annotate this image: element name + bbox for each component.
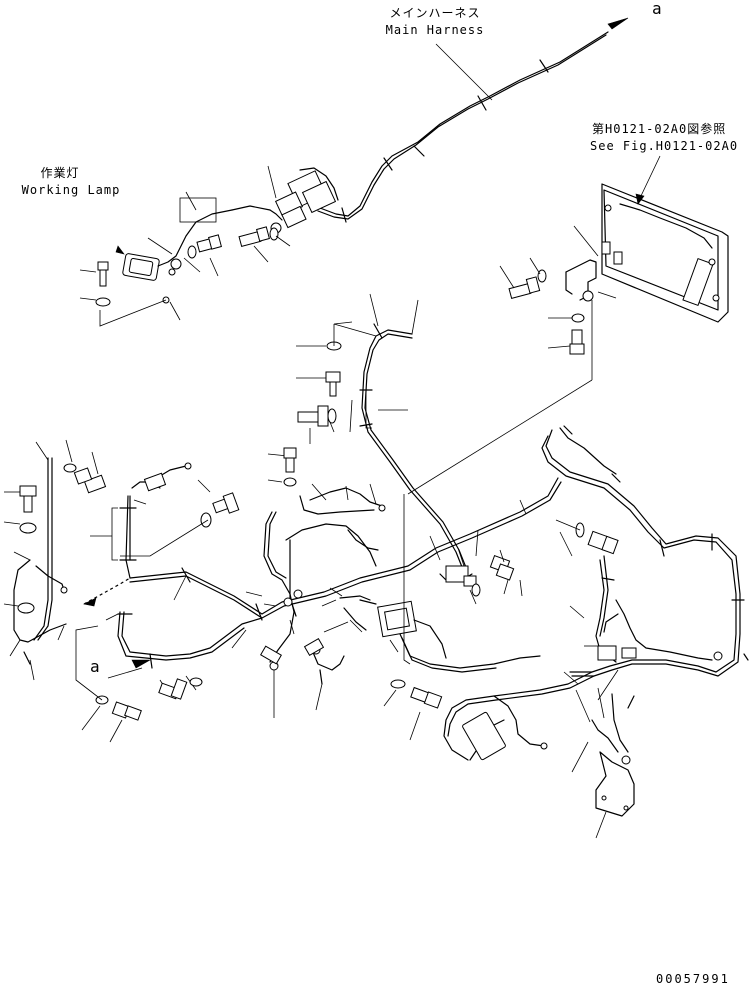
bracket-right-lower [591,693,635,817]
harness-main-lower [83,462,562,669]
working-lamp-label-ja: 作業灯 [40,166,80,180]
working-lamp-label-en: Working Lamp [21,183,121,197]
drawing-number: 00057991 [656,972,730,986]
main-harness-label-ja: メインハーネス [389,6,481,20]
controller-box [601,183,729,323]
harness-right-loop [443,425,749,761]
harness-mid-vertical [297,323,468,573]
connector-mark-a-top: a [652,0,663,18]
controller-bracket [508,259,597,355]
see-fig-label-ja: 第H0121-02A0図参照 [592,122,727,136]
lower-left-fasteners [95,447,297,721]
connector-mark-a-bottom: a [90,657,101,676]
main-harness-upper [317,17,629,223]
working-lamp [115,209,233,281]
see-fig-label-en: See Fig.H0121-02A0 [590,139,739,153]
connector-cluster-top [231,167,339,234]
harness-left-branch [13,457,68,665]
lamp-fasteners [95,226,279,307]
harness-center-loop [260,487,386,685]
junction-block-center [339,554,541,709]
left-fasteners [17,463,107,614]
main-harness-label-en: Main Harness [385,23,485,37]
